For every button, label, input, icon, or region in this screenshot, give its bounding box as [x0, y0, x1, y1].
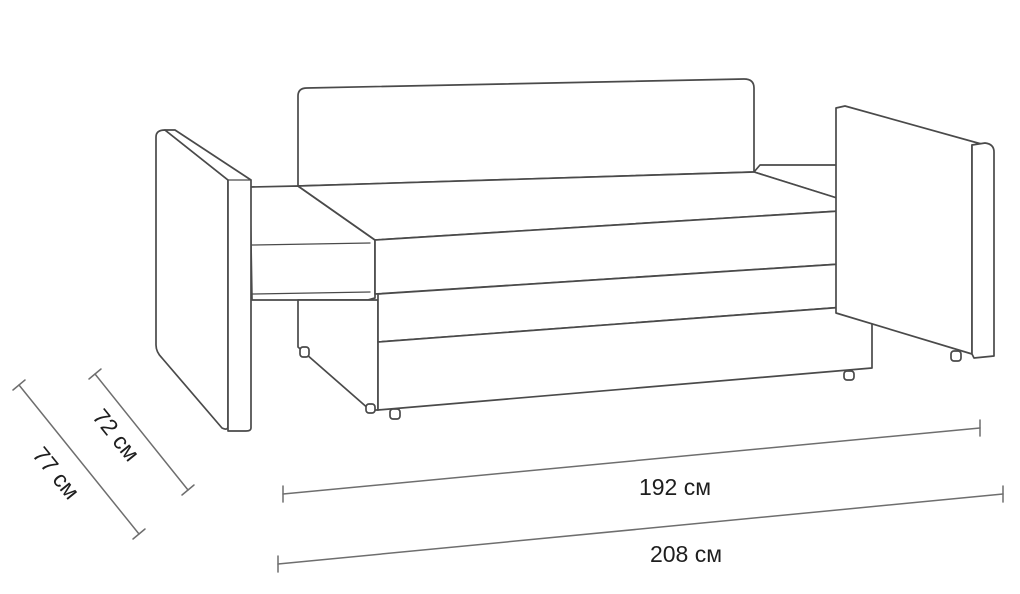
base-drawer-lower [377, 304, 873, 411]
left-armrest-side [155, 129, 229, 430]
left-armrest-front [164, 129, 252, 432]
width-dimension-208: 208 см [277, 485, 1004, 573]
back-cushion [297, 78, 755, 187]
right-armrest-side [835, 105, 986, 355]
caster [389, 408, 401, 420]
base-left-side [297, 299, 379, 411]
width-dimension-192: 192 см [282, 419, 981, 503]
depth-dimension-72: 72 см [87, 368, 195, 496]
caster [299, 346, 310, 358]
caster [950, 350, 962, 362]
width-label-208: 208 см [650, 541, 722, 567]
depth-label-72: 72 см [87, 404, 145, 466]
caster [843, 370, 855, 381]
depth-label-77: 77 см [27, 442, 85, 504]
caster [365, 403, 376, 414]
sofa-drawing [155, 78, 995, 432]
right-armrest-front [971, 142, 995, 359]
width-label-192: 192 см [639, 474, 711, 500]
